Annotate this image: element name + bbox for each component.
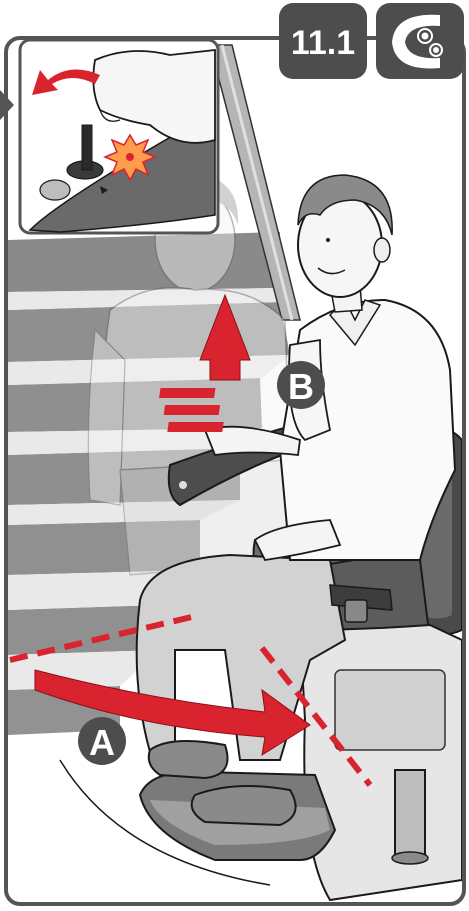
callout-a-label: A xyxy=(89,722,115,763)
callout-b-label: B xyxy=(288,366,314,407)
callout-b: B xyxy=(277,361,325,409)
stair-step xyxy=(8,232,280,292)
step-number-text: 11.1 xyxy=(291,24,355,62)
mode-badge xyxy=(376,3,464,79)
joystick-inset xyxy=(20,40,218,233)
callout-a: A xyxy=(78,717,126,765)
step-number-badge: 11.1 xyxy=(279,3,367,79)
